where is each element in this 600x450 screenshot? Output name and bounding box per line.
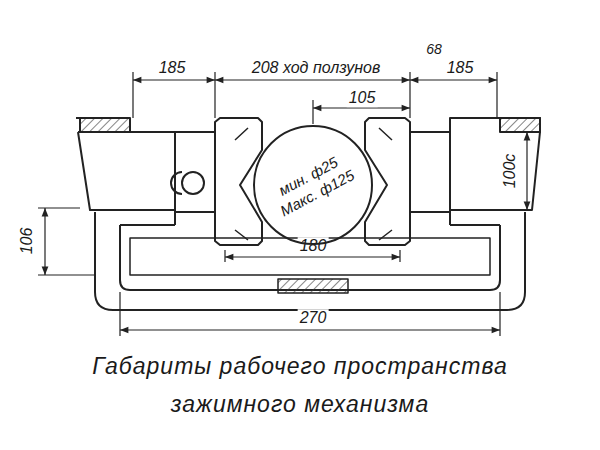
figure-caption: Габариты рабочего пространства зажимного…: [50, 348, 550, 424]
dimension-label: 270: [298, 309, 329, 327]
dimension-label: 100с: [501, 152, 519, 191]
dimension-label: 106: [18, 226, 36, 257]
dimension-label: 185: [157, 59, 188, 77]
dimension-label: 185: [445, 59, 476, 77]
dimension-label: 68: [424, 42, 444, 57]
dimension-label: 180: [298, 237, 329, 255]
dimension-label: 105: [347, 89, 378, 107]
dimension-label: 208 ход ползунов: [250, 59, 382, 77]
workpiece-circle: мин. ф25Макс. ф125: [253, 125, 373, 245]
diameter-text-group: мин. ф25Макс. ф125: [268, 149, 357, 220]
